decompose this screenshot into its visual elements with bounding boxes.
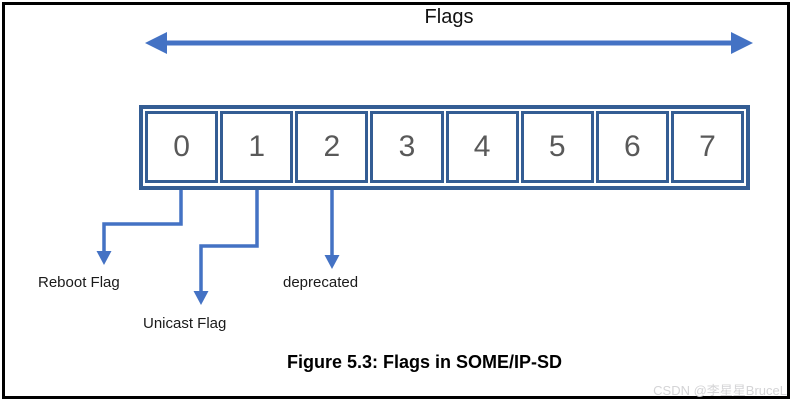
reboot-flag-label: Reboot Flag [38,274,120,291]
bit-cell-2: 2 [295,111,369,183]
reboot-flag-arrow [96,190,183,265]
bit-cell-1: 1 [220,111,294,183]
deprecated-label: deprecated [283,274,359,291]
bit-cell-3: 3 [370,111,444,183]
bit-cell-6: 6 [595,111,669,183]
bit-cell-7: 7 [670,111,744,183]
deprecated-arrow [324,190,340,269]
bit-cell-5: 5 [520,111,594,183]
flags-title: Flags [424,6,474,28]
csdn-watermark: CSDN @李星星BruceL [653,383,787,398]
flags-bit-row: 0 1 2 3 4 5 6 7 [139,105,750,190]
bit-cell-4: 4 [445,111,519,183]
figure-caption: Figure 5.3: Flags in SOME/IP-SD [287,352,563,372]
unicast-flag-arrow [193,190,259,305]
bit-cell-0: 0 [145,111,219,183]
flags-span-arrow [145,32,753,54]
unicast-flag-label: Unicast Flag [143,315,227,332]
